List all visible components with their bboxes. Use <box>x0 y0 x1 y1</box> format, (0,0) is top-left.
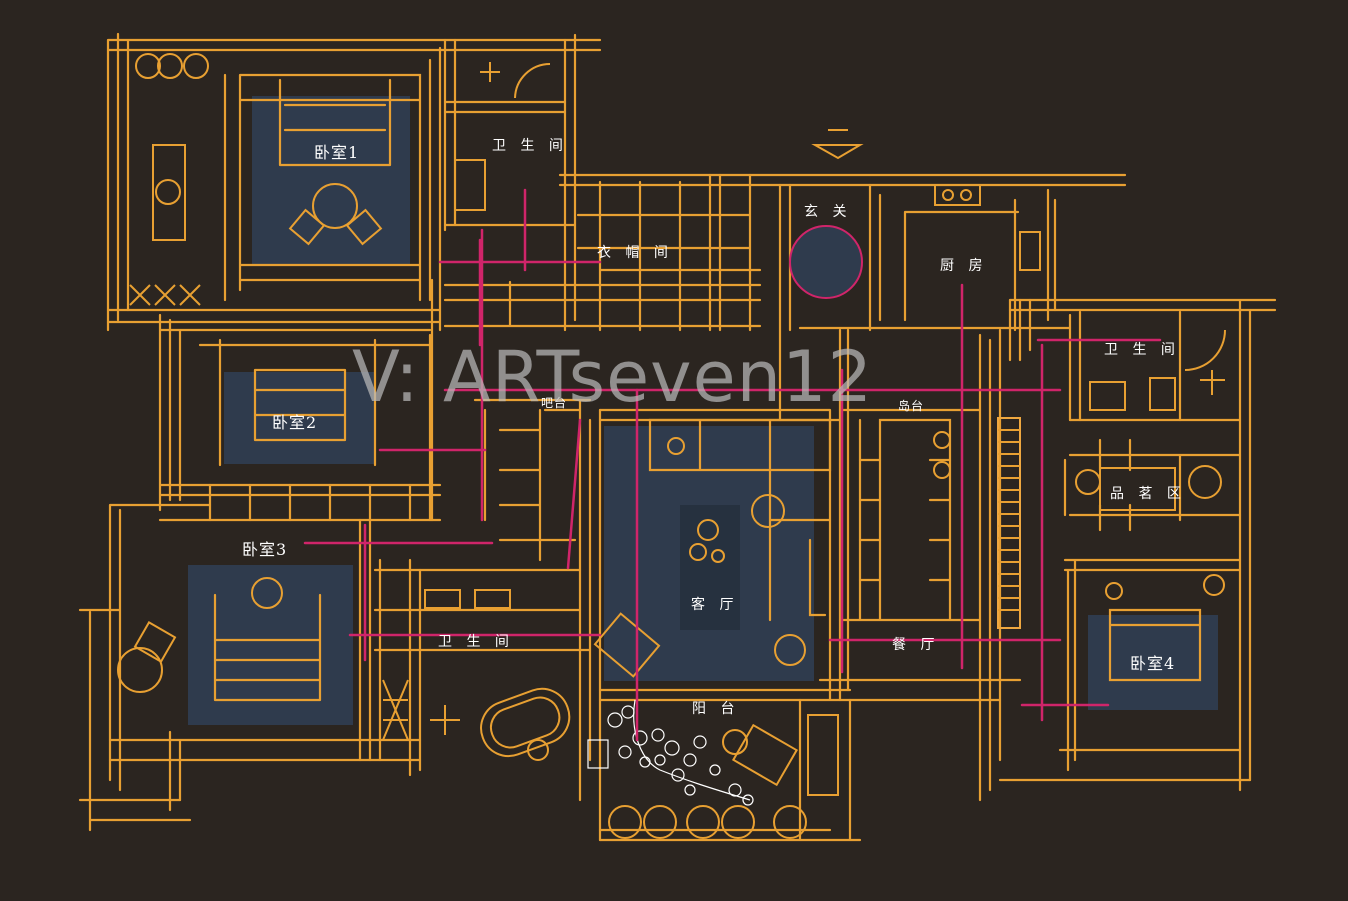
bar-stool <box>933 461 951 479</box>
armchair <box>288 208 326 246</box>
room-label-bedroom3: 卧室3 <box>242 540 288 559</box>
room-label-entrance: 玄 关 <box>804 204 852 220</box>
room-label-bedroom4: 卧室4 <box>1130 654 1176 673</box>
balcony-planter <box>686 805 720 839</box>
door-swing <box>514 63 551 99</box>
burner <box>942 189 954 201</box>
room-label-bedroom2: 卧室2 <box>272 413 318 432</box>
room-label-island: 岛台 <box>898 399 925 413</box>
room-label-living-room: 客 厅 <box>691 597 739 613</box>
room-label-tea-area: 品 茗 区 <box>1110 486 1186 502</box>
balcony-chair <box>722 729 748 755</box>
cabinet-shelves <box>998 429 1020 611</box>
vanity-sink <box>424 589 461 609</box>
entry-round-table <box>789 225 863 299</box>
tea-stool <box>1188 465 1222 499</box>
room-label-bar: 吧台 <box>541 396 568 410</box>
room-label-dining-room: 餐 厅 <box>892 637 940 653</box>
window-grid <box>430 62 1225 735</box>
round-armchair <box>117 647 163 693</box>
armchair3 <box>133 621 177 663</box>
round-stool <box>135 53 161 79</box>
circulation-axes <box>303 188 1162 742</box>
bed4-lamp <box>1203 574 1225 596</box>
tub-drain <box>527 739 549 761</box>
sink-cabinet <box>454 159 486 211</box>
bath-toilet <box>1149 377 1176 411</box>
tea-stool <box>1075 469 1101 495</box>
desk <box>152 144 186 241</box>
tall-cabinet <box>997 417 1021 629</box>
storage-crosshatch <box>129 284 201 306</box>
round-stool <box>157 53 183 79</box>
watermark-text: V: ARTseven12 <box>352 336 874 418</box>
balcony-lounge <box>731 723 799 787</box>
coffee-bowl <box>711 549 725 563</box>
round-table <box>312 183 358 229</box>
chair <box>155 179 181 205</box>
room-label-bathroom-middle: 卫 生 间 <box>438 634 514 650</box>
lounge-round <box>774 634 806 666</box>
lounge-chair <box>593 612 661 678</box>
coffee-bowl <box>697 519 719 541</box>
rug-bedroom1 <box>252 96 410 266</box>
bed3-lamp <box>251 577 283 609</box>
bathroom-door-swing <box>1184 329 1226 371</box>
burner <box>960 189 972 201</box>
rug-bedroom2 <box>224 372 374 464</box>
rug-coffee-table <box>680 505 740 630</box>
furniture-fixtures <box>117 53 1226 839</box>
pendant-lamp <box>811 129 864 160</box>
room-label-cloakroom: 衣 帽 间 <box>597 245 673 261</box>
balcony-planter <box>608 805 642 839</box>
tea-table <box>1099 467 1176 511</box>
room-label-bedroom1: 卧室1 <box>314 143 360 162</box>
bathtub-inner <box>489 696 561 749</box>
balcony-planter <box>643 805 677 839</box>
balcony-planter <box>721 805 755 839</box>
round-stool <box>183 53 209 79</box>
utility-cabinet <box>807 714 839 796</box>
bed4-lamp <box>1105 582 1123 600</box>
room-label-bathroom-top: 卫 生 间 <box>492 138 568 154</box>
wall-lines <box>78 32 1277 842</box>
cooktop <box>934 184 981 206</box>
tree-sketch <box>587 699 754 806</box>
room-label-kitchen: 厨 房 <box>940 258 988 274</box>
balcony-planter <box>773 805 807 839</box>
vanity-crosshatch <box>382 679 409 741</box>
bath-vanity <box>1089 381 1126 411</box>
armchair <box>345 208 383 246</box>
coffee-bowl <box>689 543 707 561</box>
vanity-sink <box>474 589 511 609</box>
side-table <box>667 437 685 455</box>
bar-stool <box>933 431 951 449</box>
room-label-bathroom-right: 卫 生 间 <box>1104 342 1180 358</box>
bathtub <box>480 687 571 758</box>
room-label-balcony: 阳 台 <box>692 701 740 717</box>
lounge-round <box>751 494 785 528</box>
kitchen-sink <box>1019 231 1041 271</box>
